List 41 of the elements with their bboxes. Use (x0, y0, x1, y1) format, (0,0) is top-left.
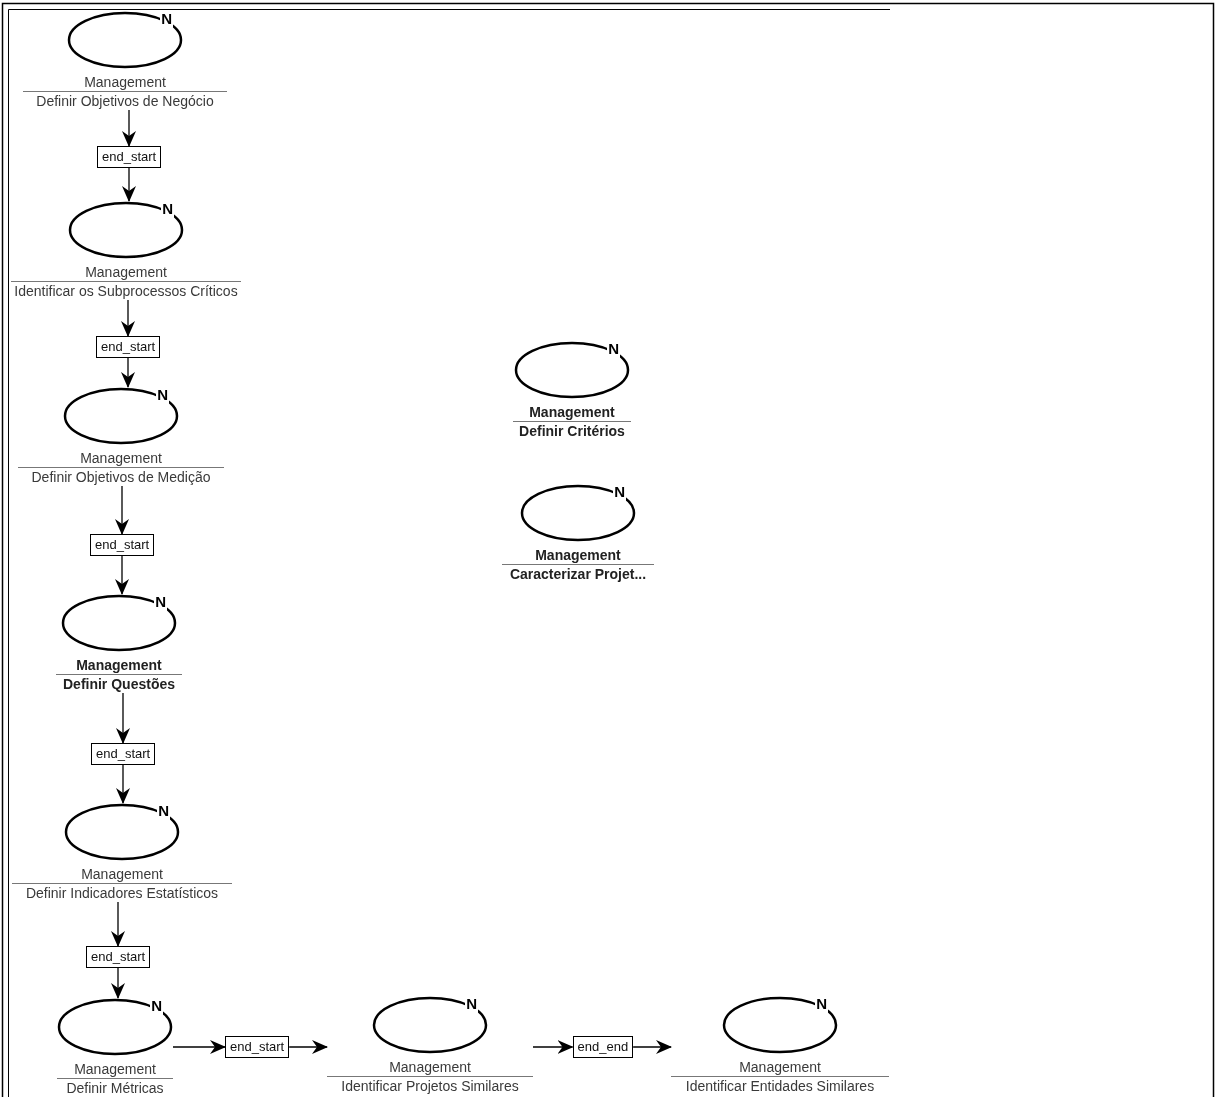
activity-name: Identificar os Subprocessos Críticos (13, 282, 239, 300)
dependency-box: end_start (97, 146, 162, 168)
arrow (115, 485, 129, 535)
arrow (121, 299, 135, 337)
arrow (111, 901, 125, 947)
arrow (532, 1040, 574, 1054)
activity-name: Caracterizar Projet... (508, 565, 648, 583)
activity-name: Definir Objetivos de Medição (30, 468, 212, 486)
role-label: Management (18, 449, 224, 468)
dependency-box: end_start (90, 534, 155, 556)
arrow (122, 167, 136, 202)
dependency-box: end_end (572, 1036, 634, 1058)
arrow (115, 555, 129, 595)
arrow (632, 1040, 672, 1054)
arrow (116, 692, 130, 744)
activity-name: Definir Objetivos de Negócio (35, 92, 215, 110)
role-label: Management (12, 865, 232, 884)
arrow (111, 967, 125, 999)
role-label: Management (502, 546, 654, 565)
dependency-box: end_start (86, 946, 151, 968)
arrow (116, 764, 130, 804)
role-label: Management (23, 73, 227, 92)
role-label: Management (11, 263, 241, 282)
role-label: Management (327, 1058, 533, 1077)
arrow (122, 109, 136, 147)
role-label: Management (671, 1058, 889, 1077)
activity-name: Identificar Entidades Similares (684, 1077, 876, 1095)
arrow (121, 357, 135, 388)
activity-name: Definir Critérios (518, 422, 626, 440)
dependency-box: end_start (96, 336, 161, 358)
role-label: Management (513, 403, 631, 422)
role-label: Management (57, 1060, 173, 1079)
arrow (288, 1040, 328, 1054)
dependency-box: end_start (91, 743, 156, 765)
arrow (172, 1040, 226, 1054)
activity-name: Identificar Projetos Similares (340, 1077, 520, 1095)
activity-name: Definir Métricas (65, 1079, 165, 1097)
dependency-box: end_start (225, 1036, 290, 1058)
role-label: Management (56, 656, 182, 675)
activity-name: Definir Indicadores Estatísticos (24, 884, 220, 902)
activity-name: Definir Questões (62, 675, 176, 693)
